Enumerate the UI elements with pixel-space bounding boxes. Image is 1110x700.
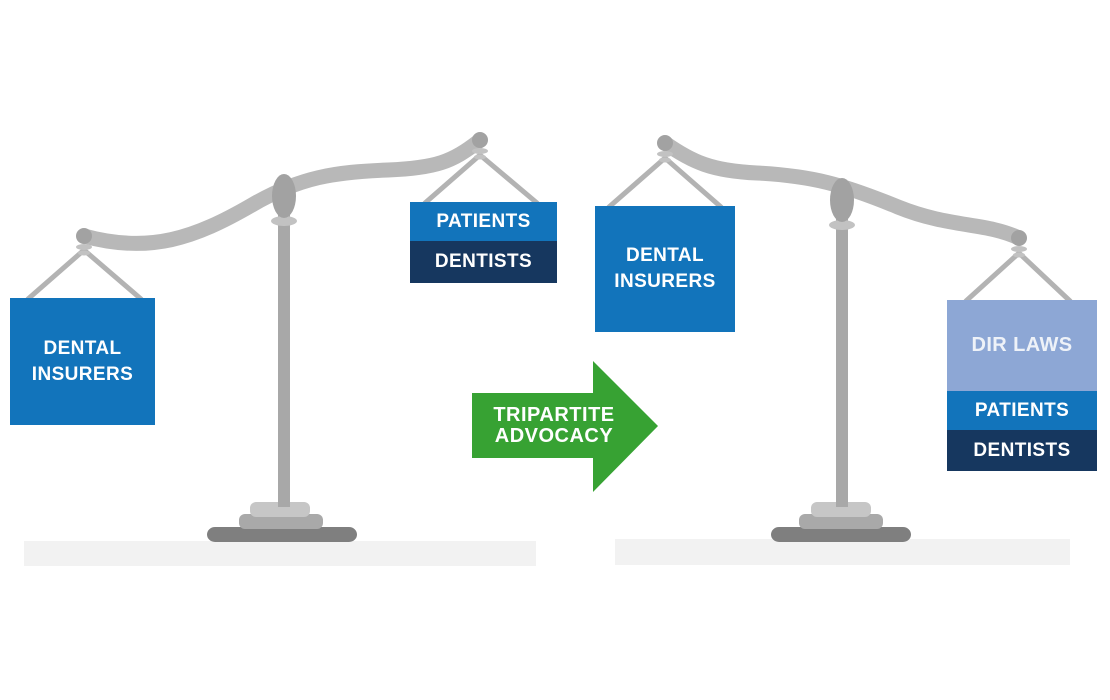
right-scale-finial [830, 178, 854, 222]
left-scale-stack-ring-2 [474, 154, 486, 160]
right-scale [606, 135, 1073, 542]
right-scale-base-top [811, 502, 871, 517]
left-ground-platform [24, 541, 536, 566]
right-scale-box-ring-2 [659, 157, 671, 163]
left-beam-end-ball-left [76, 228, 92, 244]
left-scale-finial [272, 174, 296, 218]
left-scale-pole [278, 215, 290, 507]
left-scale-base-middle [239, 514, 323, 529]
right-scale-box-ring-1 [657, 151, 673, 157]
left-weight-string-left [25, 247, 87, 302]
right-scale-base-middle [799, 514, 883, 529]
left-scale-base-top [250, 502, 310, 517]
right-scale-base-bottom [771, 527, 911, 542]
left-scale-stack-string-right [477, 152, 540, 206]
right-scale-stack-ring-1 [1011, 246, 1027, 252]
right-scale-weight-patients: PATIENTS [947, 391, 1097, 430]
weight-label-line: DIR LAWS [971, 334, 1073, 356]
left-scale-weight-dental-insurers: DENTAL INSURERS [10, 298, 155, 425]
right-scale-box-string-right [662, 155, 724, 210]
left-scale [25, 132, 540, 542]
right-scale-weight-dir-laws: DIR LAWS [947, 300, 1097, 391]
weight-label-line: INSURERS [614, 271, 716, 292]
left-scale-weight-patients: PATIENTS [410, 202, 557, 241]
right-beam-end-ball-right [1011, 230, 1027, 246]
weight-label-line: PATIENTS [974, 399, 1070, 421]
weight-label-line: DENTISTS [434, 251, 533, 272]
left-scale-collar [271, 216, 297, 226]
right-arrow-icon [472, 361, 658, 492]
weight-label-line: DENTAL [43, 337, 122, 359]
right-scale-collar [829, 220, 855, 230]
right-scale-stack-string-left [963, 250, 1022, 304]
weight-label-line: PATIENTS [436, 210, 531, 232]
left-beam-end-ball-right [472, 132, 488, 148]
weight-label-line: INSURERS [31, 363, 134, 385]
left-scale-stack-ring-1 [472, 148, 488, 154]
right-scale-weight-dental-insurers: DENTAL INSURERS [595, 206, 735, 332]
right-scale-weight-dentists: DENTISTS [947, 430, 1097, 471]
left-scale-stack-string-left [422, 152, 483, 206]
left-scale-weight-dentists: DENTISTS [410, 241, 557, 283]
tripartite-advocacy-arrow-label: TRIPARTITE ADVOCACY [478, 399, 630, 453]
left-scale-beam [76, 133, 487, 251]
right-scale-box-string-left [606, 155, 668, 210]
right-scale-stack-ring-2 [1013, 252, 1025, 258]
right-beam-end-ball-left [657, 135, 673, 151]
left-weight-string-right [81, 247, 144, 302]
weight-label-line: DENTISTS [973, 439, 1071, 461]
right-ground-platform [615, 539, 1070, 565]
left-hanger-ring-2 [78, 250, 90, 256]
arrow-label-line: ADVOCACY [494, 425, 614, 447]
left-scale-base-bottom [207, 527, 357, 542]
arrow-label-line: TRIPARTITE [493, 404, 615, 426]
right-scale-stack-string-right [1016, 250, 1073, 304]
weight-label-line: DENTAL [625, 245, 705, 266]
right-scale-pole [836, 219, 848, 507]
left-hanger-ring-1 [76, 244, 92, 250]
